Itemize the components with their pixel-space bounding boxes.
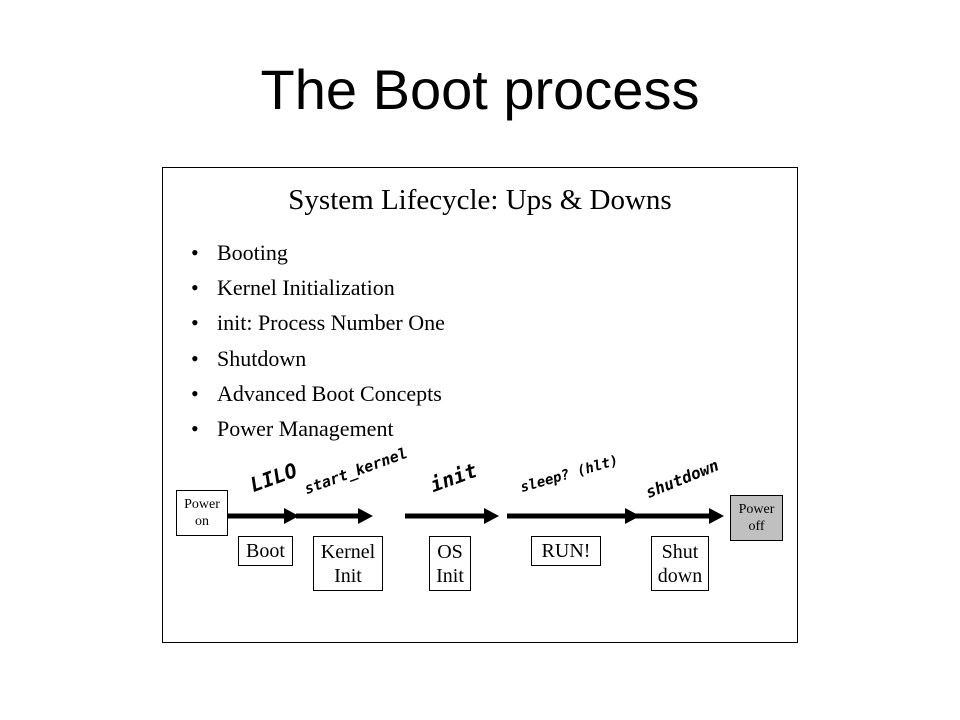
arrow-start-kernel [296,508,373,524]
bullet-item: •Power Management [191,415,394,441]
arrow-lilo [228,508,299,524]
bullet-list: •Booting •Kernel Initialization •init: P… [191,235,445,446]
bullet-item: •Shutdown [191,345,307,371]
arrow-sleep [507,508,640,524]
diagram-title: System Lifecycle: Ups & Downs [288,184,672,216]
arrow-init [405,508,499,524]
bullet-item: •Advanced Boot Concepts [191,380,442,406]
transition-label: init [426,457,481,497]
bullet-item: •Kernel Initialization [191,275,395,301]
stage-boot-box: Boot [238,536,293,566]
slide-title: The Boot process [260,58,700,121]
bullet-item: •Booting [191,240,288,265]
transition-label: start_kernel [301,444,410,498]
arrow-shutdown [635,508,724,524]
diagram-frame: System Lifecycle: Ups & Downs •Booting •… [162,167,798,643]
stage-run-box: RUN! [531,536,601,566]
transition-label: LILO [246,457,301,497]
bullet-item: •init: Process Number One [191,310,445,336]
transition-label: shutdown [642,455,722,502]
transition-label: sleep? (hlt) [518,452,621,496]
